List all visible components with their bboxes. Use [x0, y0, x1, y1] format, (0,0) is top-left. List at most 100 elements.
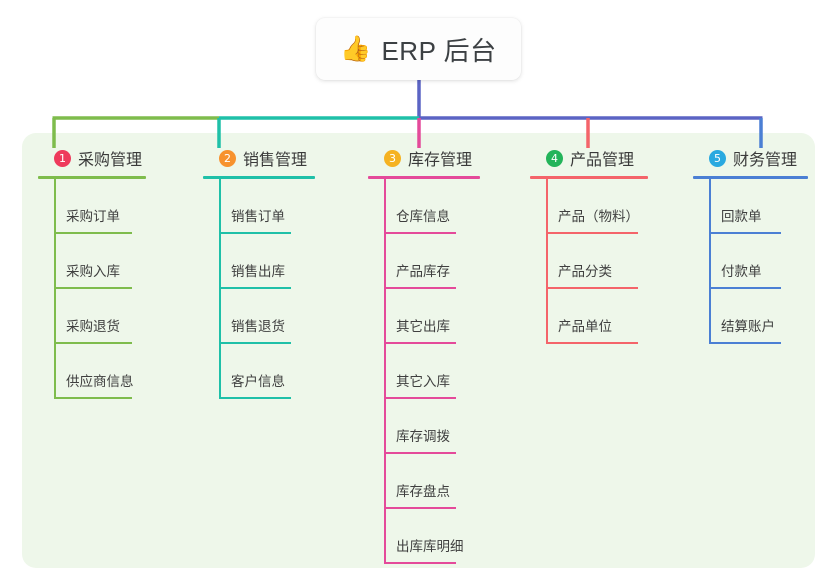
leaf-node[interactable]: 采购入库: [38, 234, 168, 289]
leaf-underline: [54, 232, 132, 234]
leaf-list-2: 销售订单销售出库销售退货客户信息: [203, 179, 331, 399]
leaf-node[interactable]: 销售出库: [203, 234, 331, 289]
leaf-node[interactable]: 其它出库: [368, 289, 496, 344]
branch-spine-3: [384, 179, 386, 564]
branch-badge-2: 2: [219, 149, 236, 167]
leaf-label: 供应商信息: [66, 374, 134, 389]
leaf-node[interactable]: 产品库存: [368, 234, 496, 289]
branch-spine-2: [219, 179, 221, 399]
branch-1: 1 采购管理采购订单采购入库采购退货供应商信息: [38, 146, 168, 399]
leaf-node[interactable]: 库存调拨: [368, 399, 496, 454]
branch-spine-1: [54, 179, 56, 399]
branch-header-5[interactable]: 5 财务管理: [693, 146, 821, 170]
leaf-label: 库存调拨: [396, 429, 450, 444]
leaf-node[interactable]: 仓库信息: [368, 179, 496, 234]
branch-spine-4: [546, 179, 548, 344]
leaf-label: 出库库明细: [396, 539, 464, 554]
leaf-list-4: 产品（物料） 产品分类产品单位: [530, 179, 665, 344]
branch-underline-3: [368, 176, 480, 179]
leaf-node[interactable]: 销售订单: [203, 179, 331, 234]
leaf-label: 采购订单: [66, 209, 120, 224]
leaf-label: 库存盘点: [396, 484, 450, 499]
branch-3: 3 库存管理仓库信息产品库存其它出库其它入库库存调拨库存盘点出库库明细: [368, 146, 496, 564]
leaf-node[interactable]: 销售退货: [203, 289, 331, 344]
branch-badge-3: 3: [384, 149, 401, 167]
branch-header-2[interactable]: 2 销售管理: [203, 146, 331, 170]
branch-underline-1: [38, 176, 146, 179]
leaf-node[interactable]: 产品分类: [530, 234, 665, 289]
leaf-label: 采购退货: [66, 319, 120, 334]
leaf-underline: [219, 342, 291, 344]
leaf-underline: [709, 232, 781, 234]
branch-title-2: 销售管理: [243, 152, 308, 169]
leaf-underline: [384, 562, 456, 564]
leaf-label: 产品（物料）: [558, 209, 639, 224]
leaf-label: 回款单: [721, 209, 762, 224]
leaf-node[interactable]: 采购订单: [38, 179, 168, 234]
leaf-underline: [384, 507, 456, 509]
branch-underline-2: [203, 176, 315, 179]
thumbs-up-icon: 👍: [340, 34, 372, 63]
leaf-label: 产品单位: [558, 319, 612, 334]
leaf-underline: [384, 452, 456, 454]
leaf-node[interactable]: 付款单: [693, 234, 821, 289]
branch-header-4[interactable]: 4 产品管理: [530, 146, 665, 170]
branch-header-1[interactable]: 1 采购管理: [38, 146, 168, 170]
leaf-node[interactable]: 产品（物料）: [530, 179, 665, 234]
leaf-node[interactable]: 其它入库: [368, 344, 496, 399]
leaf-underline: [54, 342, 132, 344]
leaf-list-1: 采购订单采购入库采购退货供应商信息: [38, 179, 168, 399]
leaf-label: 仓库信息: [396, 209, 450, 224]
leaf-list-3: 仓库信息产品库存其它出库其它入库库存调拨库存盘点出库库明细: [368, 179, 496, 564]
leaf-node[interactable]: 产品单位: [530, 289, 665, 344]
diagram-background-panel: [22, 133, 815, 568]
leaf-node[interactable]: 客户信息: [203, 344, 331, 399]
branch-header-3[interactable]: 3 库存管理: [368, 146, 496, 170]
branch-badge-4: 4: [546, 149, 563, 167]
root-node[interactable]: 👍 ERP 后台: [316, 18, 521, 80]
leaf-underline: [709, 287, 781, 289]
leaf-underline: [546, 232, 638, 234]
leaf-underline: [54, 397, 132, 399]
leaf-underline: [384, 287, 456, 289]
leaf-underline: [384, 232, 456, 234]
leaf-node[interactable]: 采购退货: [38, 289, 168, 344]
leaf-label: 产品分类: [558, 264, 612, 279]
leaf-underline: [54, 287, 132, 289]
leaf-label: 结算账户: [721, 319, 775, 334]
leaf-list-5: 回款单付款单结算账户: [693, 179, 821, 344]
leaf-label: 产品库存: [396, 264, 450, 279]
leaf-label: 采购入库: [66, 264, 120, 279]
root-title: ERP 后台: [381, 35, 497, 66]
branch-title-3: 库存管理: [408, 152, 473, 169]
leaf-label: 销售订单: [231, 209, 285, 224]
leaf-label: 销售退货: [231, 319, 285, 334]
branch-title-4: 产品管理: [570, 152, 635, 169]
leaf-underline: [546, 287, 638, 289]
leaf-label: 其它入库: [396, 374, 450, 389]
leaf-underline: [219, 232, 291, 234]
branch-5: 5 财务管理回款单付款单结算账户: [693, 146, 821, 344]
leaf-underline: [384, 397, 456, 399]
branch-title-5: 财务管理: [733, 152, 798, 169]
branch-badge-5: 5: [709, 149, 726, 167]
branch-badge-1: 1: [54, 149, 71, 167]
leaf-label: 其它出库: [396, 319, 450, 334]
branch-4: 4 产品管理产品（物料） 产品分类产品单位: [530, 146, 665, 344]
leaf-node[interactable]: 回款单: [693, 179, 821, 234]
branch-2: 2 销售管理销售订单销售出库销售退货客户信息: [203, 146, 331, 399]
leaf-node[interactable]: 供应商信息: [38, 344, 168, 399]
leaf-underline: [219, 397, 291, 399]
leaf-label: 客户信息: [231, 374, 285, 389]
leaf-node[interactable]: 库存盘点: [368, 454, 496, 509]
leaf-underline: [384, 342, 456, 344]
leaf-node[interactable]: 出库库明细: [368, 509, 496, 564]
branch-underline-4: [530, 176, 648, 179]
branch-underline-5: [693, 176, 808, 179]
leaf-label: 销售出库: [231, 264, 285, 279]
leaf-node[interactable]: 结算账户: [693, 289, 821, 344]
leaf-underline: [709, 342, 781, 344]
leaf-label: 付款单: [721, 264, 762, 279]
branch-title-1: 采购管理: [78, 152, 143, 169]
